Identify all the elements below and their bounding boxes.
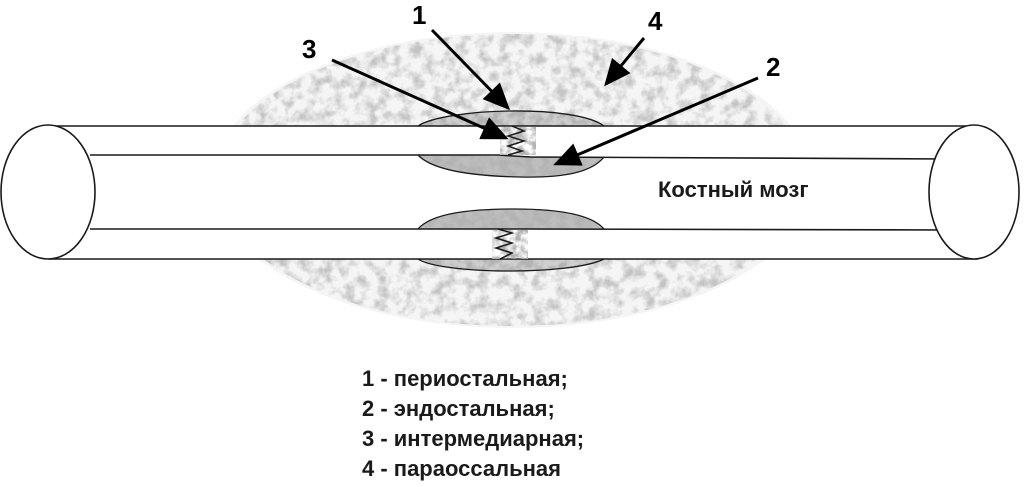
marrow-label: Костный мозг — [658, 177, 809, 202]
arrow-4 — [604, 37, 646, 87]
bone-end-right — [928, 124, 1020, 260]
callout-number-3: 3 — [302, 34, 316, 64]
bone-end-left — [0, 124, 96, 260]
legend-item-endosteal: 2 - эндостальная; — [362, 396, 555, 421]
arrow-2 — [553, 76, 759, 166]
callout-number-4: 4 — [648, 6, 663, 36]
legend-item-intermediate: 3 - интермедиарная; — [362, 426, 585, 451]
legend-item-paraosseal: 4 - параоссальная — [362, 456, 561, 481]
arrow-3 — [331, 58, 509, 140]
callus-type-legend: 1 - периостальная; 2 - эндостальная; 3 -… — [362, 364, 584, 484]
callout-arrows — [331, 28, 759, 166]
arrow-1 — [430, 28, 511, 111]
legend-item-periosteal: 1 - периостальная; — [362, 366, 568, 391]
intermediate-callus-fracture — [492, 125, 536, 260]
callout-number-1: 1 — [412, 0, 426, 30]
callout-number-2: 2 — [766, 52, 780, 82]
